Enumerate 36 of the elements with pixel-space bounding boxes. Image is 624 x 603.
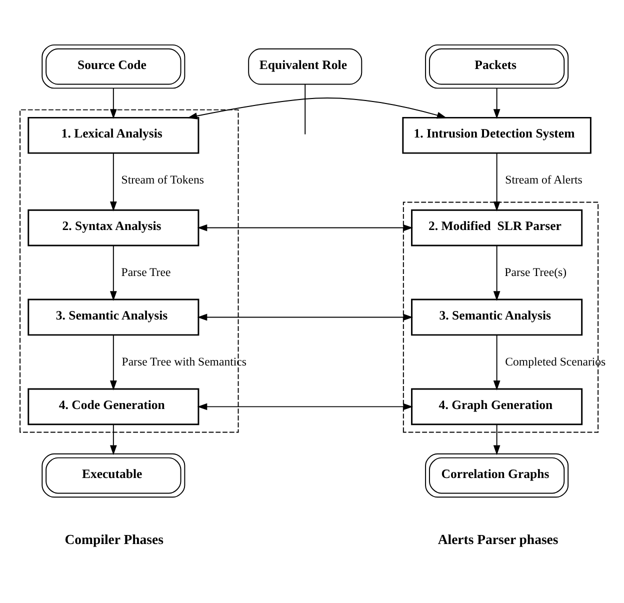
label: Alerts Parser phases [438, 532, 558, 547]
node-box: 2. Modified SLR Parser [411, 208, 583, 246]
arrow [110, 334, 117, 390]
edge-label: Parse Tree with Semantics [122, 354, 246, 368]
arrow [493, 424, 500, 455]
node-box: 3. Semantic Analysis [28, 298, 200, 336]
arrow [197, 313, 414, 320]
arrow [197, 224, 414, 231]
node-box: Correlation Graphs [425, 452, 569, 498]
arrow [493, 152, 500, 211]
arrow [110, 152, 117, 211]
arrow [110, 244, 117, 300]
edge-label: Parse Tree [121, 264, 171, 279]
node-box: Source Code [42, 44, 186, 88]
arrow [197, 402, 414, 410]
arrow [110, 424, 117, 455]
arrow [493, 334, 500, 390]
arrow [110, 87, 117, 118]
arrow [493, 244, 500, 300]
connector [304, 83, 306, 134]
edge-label: Completed Scenarios [505, 354, 606, 368]
node-box: 4. Code Generation [28, 388, 200, 425]
node-box: Executable [42, 452, 186, 498]
node-box: 1. Intrusion Detection System [402, 116, 592, 154]
label: Compiler Phases [64, 532, 164, 547]
node-box: 3. Semantic Analysis [411, 298, 583, 336]
node-box: Packets [425, 44, 569, 88]
node-box: 1. Lexical Analysis [28, 116, 200, 154]
edge-label: Parse Tree(s) [504, 264, 567, 279]
edge-label: Stream of Alerts [505, 172, 582, 186]
node-box: 2. Syntax Analysis [28, 208, 200, 246]
edge-label: Stream of Tokens [121, 172, 204, 186]
node-box: 4. Graph Generation [411, 388, 583, 425]
arrow [493, 87, 500, 118]
node-box: Equivalent Role [248, 48, 362, 84]
arrow [187, 97, 447, 119]
